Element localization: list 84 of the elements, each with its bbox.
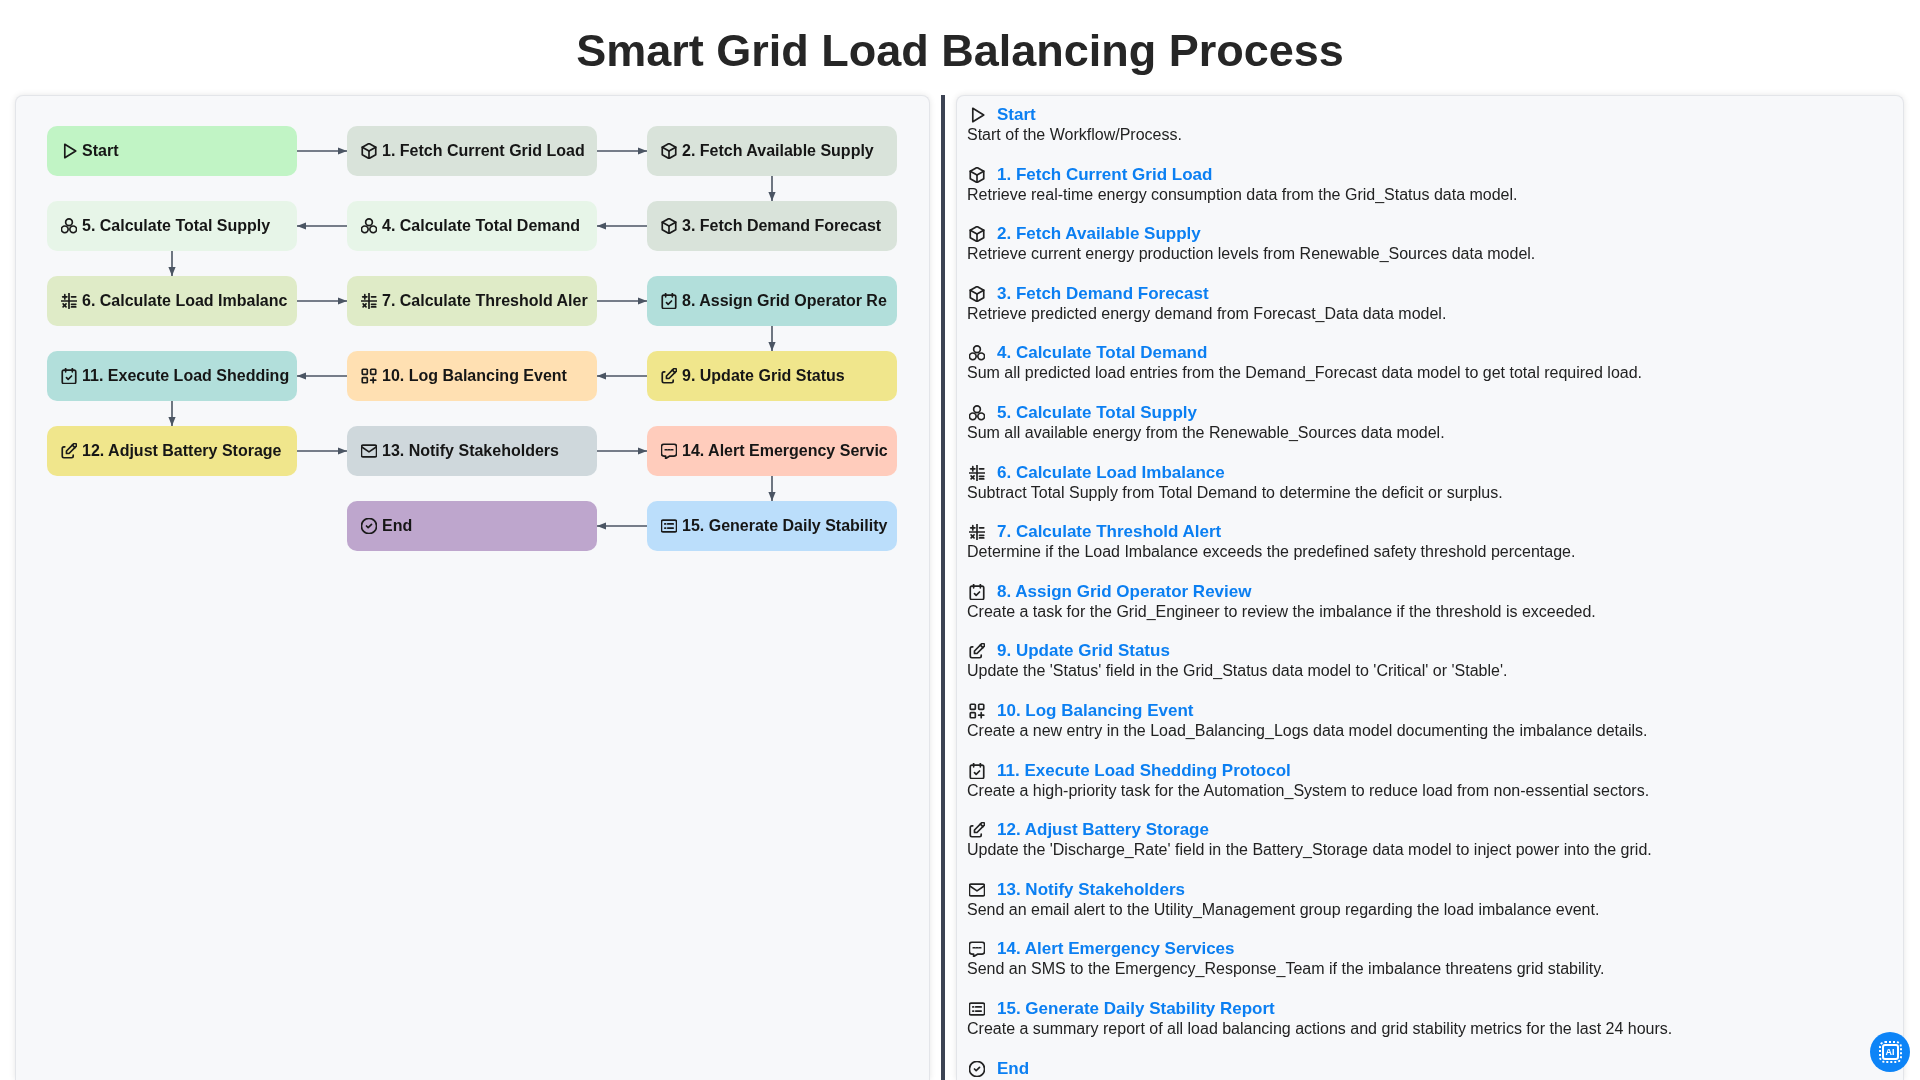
step-title: Start bbox=[997, 105, 1036, 125]
process-box bbox=[647, 501, 897, 551]
page-title: Smart Grid Load Balancing Process bbox=[576, 25, 1344, 77]
flow-arrow bbox=[596, 372, 648, 380]
node-label: Start bbox=[82, 141, 119, 161]
node-label: 1. Fetch Current Grid Load bbox=[382, 141, 585, 161]
process-box bbox=[347, 276, 597, 326]
flow-arrow bbox=[296, 372, 348, 380]
node-label: 12. Adjust Battery Storage bbox=[82, 441, 282, 461]
step-description: Create a new entry in the Load_Balancing_Logs data model documenting the imbalance details. bbox=[967, 721, 1648, 741]
step-description: Sum all predicted load entries from the Demand_Forecast data model to get total required load. bbox=[967, 363, 1643, 384]
step-title: 8. Assign Grid Operator Review bbox=[997, 581, 1252, 602]
flow-arrow bbox=[596, 522, 648, 530]
node-label: 11. Execute Load Shedding bbox=[82, 366, 290, 386]
process-box bbox=[647, 426, 897, 476]
flow-arrow bbox=[168, 400, 176, 427]
step-description: Start of the Workflow/Process. bbox=[967, 125, 1182, 145]
process-box bbox=[47, 351, 297, 401]
step-title: 9. Update Grid Status bbox=[997, 641, 1170, 662]
node-label: 5. Calculate Total Supply bbox=[82, 216, 271, 236]
start-box bbox=[47, 126, 297, 176]
step-description: Send an SMS to the Emergency_Response_Team if the imbalance threatens grid stability. bbox=[967, 959, 1605, 980]
flow-arrow bbox=[296, 447, 348, 455]
step-title: 1. Fetch Current Grid Load bbox=[997, 164, 1213, 185]
node-label: 2. Fetch Available Supply bbox=[682, 141, 874, 161]
step-title: 12. Adjust Battery Storage bbox=[997, 820, 1209, 841]
step-title: 7. Calculate Threshold Alert bbox=[997, 522, 1222, 543]
step-description: Create a summary report of all load balancing actions and grid stability metrics for the last 24 hours. bbox=[967, 1019, 1673, 1039]
process-box bbox=[47, 426, 297, 476]
process-box bbox=[647, 201, 897, 251]
step-description: Retrieve predicted energy demand from Forecast_Data data model. bbox=[967, 303, 1447, 324]
flow-arrow bbox=[296, 222, 348, 230]
process-box bbox=[647, 276, 897, 326]
step-description: Retrieve current energy production levels from Renewable_Sources data model. bbox=[967, 244, 1536, 265]
node-label: 14. Alert Emergency Servic bbox=[682, 441, 888, 461]
process-box bbox=[47, 201, 297, 251]
step-description: Retrieve real-time energy consumption data from the Grid_Status data model. bbox=[967, 184, 1518, 205]
step-title: 11. Execute Load Shedding Protocol bbox=[997, 760, 1291, 781]
node-label: 3. Fetch Demand Forecast bbox=[682, 216, 882, 236]
step-title: 2. Fetch Available Supply bbox=[997, 224, 1201, 245]
flow-arrow bbox=[596, 297, 648, 305]
flow-arrow bbox=[596, 447, 648, 455]
process-box bbox=[647, 126, 897, 176]
step-title: 3. Fetch Demand Forecast bbox=[997, 283, 1209, 304]
node-label: 6. Calculate Load Imbalanc bbox=[82, 291, 288, 311]
step-description: Create a high-priority task for the Automation_System to reduce load from non-essential sectors. bbox=[967, 780, 1650, 801]
step-title: 6. Calculate Load Imbalance bbox=[997, 462, 1225, 483]
flow-arrow bbox=[296, 147, 348, 155]
node-label: 8. Assign Grid Operator Re bbox=[682, 291, 887, 311]
node-label: 13. Notify Stakeholders bbox=[382, 441, 559, 461]
step-description: Determine if the Load Imbalance exceeds the predefined safety threshold percentage. bbox=[967, 542, 1576, 563]
flow-arrow bbox=[768, 475, 776, 502]
node-label: 4. Calculate Total Demand bbox=[382, 216, 580, 236]
step-title: 4. Calculate Total Demand bbox=[997, 343, 1208, 364]
flow-arrow bbox=[596, 147, 648, 155]
process-box bbox=[347, 126, 597, 176]
flow-arrow bbox=[168, 250, 176, 277]
flow-arrow bbox=[768, 325, 776, 352]
process-box bbox=[47, 276, 297, 326]
flow-arrow bbox=[768, 175, 776, 202]
step-description: Update the 'Discharge_Rate' field in the Battery_Storage data model to inject power into the grid. bbox=[967, 840, 1652, 861]
step-title: 13. Notify Stakeholders bbox=[997, 879, 1185, 900]
step-description: Sum all available energy from the Renewable_Sources data model. bbox=[967, 423, 1445, 443]
flow-arrow bbox=[296, 297, 348, 305]
step-description: Update the 'Status' field in the Grid_Status data model to 'Critical' or 'Stable'. bbox=[967, 661, 1508, 682]
node-label: 15. Generate Daily Stability bbox=[682, 516, 888, 536]
flow-arrow bbox=[596, 222, 648, 230]
step-description: Send an email alert to the Utility_Management group regarding the load imbalance event. bbox=[967, 899, 1600, 920]
step-title: 10. Log Balancing Event bbox=[997, 701, 1194, 721]
step-description: Subtract Total Supply from Total Demand to determine the deficit or surplus. bbox=[967, 482, 1503, 503]
node-label: 9. Update Grid Status bbox=[682, 366, 845, 386]
node-label: 10. Log Balancing Event bbox=[382, 366, 567, 386]
step-title: 5. Calculate Total Supply bbox=[997, 403, 1197, 423]
process-box bbox=[347, 351, 597, 401]
node-label: End bbox=[382, 516, 413, 536]
end-box bbox=[347, 501, 597, 551]
step-title: 15. Generate Daily Stability Report bbox=[997, 999, 1275, 1019]
process-box bbox=[347, 426, 597, 476]
step-title: 14. Alert Emergency Services bbox=[997, 939, 1235, 960]
step-title: End bbox=[997, 1058, 1030, 1079]
process-box bbox=[347, 201, 597, 251]
process-box bbox=[647, 351, 897, 401]
node-label: 7. Calculate Threshold Aler bbox=[382, 291, 588, 311]
step-description: Create a task for the Grid_Engineer to review the imbalance if the threshold is exceeded. bbox=[967, 601, 1596, 622]
